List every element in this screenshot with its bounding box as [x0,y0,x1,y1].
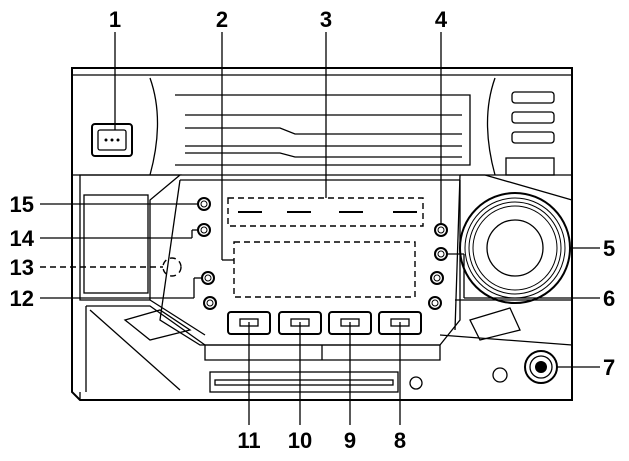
callout-12: 12 [10,286,34,311]
callout-8: 8 [394,428,406,453]
volume-knob [459,192,571,304]
bottom-button-row [227,311,422,335]
callout-14: 14 [10,226,35,251]
callout-4: 4 [435,7,448,32]
callout-1: 1 [109,7,121,32]
headphone-jack [524,350,558,384]
tray-area [149,77,496,176]
callout-11: 11 [237,428,260,453]
callout-6: 6 [603,286,615,311]
main-display [233,241,416,298]
lower-deck [204,344,508,393]
left-side-panel [79,174,206,392]
callout-10: 10 [288,428,312,453]
right-side-panel [439,174,573,346]
callout-15: 15 [10,192,34,217]
left-button-column [197,197,217,310]
right-button-column [428,223,448,310]
remote-sensor [162,257,182,277]
callout-2: 2 [216,7,228,32]
callout-3: 3 [320,7,332,32]
leader-lines [40,32,600,425]
upper-display [227,197,424,227]
callout-5: 5 [603,236,615,261]
callout-9: 9 [344,428,356,453]
top-right-slots [505,91,555,176]
callout-13: 13 [10,255,34,280]
callout-7: 7 [603,355,615,380]
top-left-socket [91,123,133,157]
callout-labels: 1 2 3 4 5 6 7 8 9 10 11 12 13 14 15 [10,7,616,453]
